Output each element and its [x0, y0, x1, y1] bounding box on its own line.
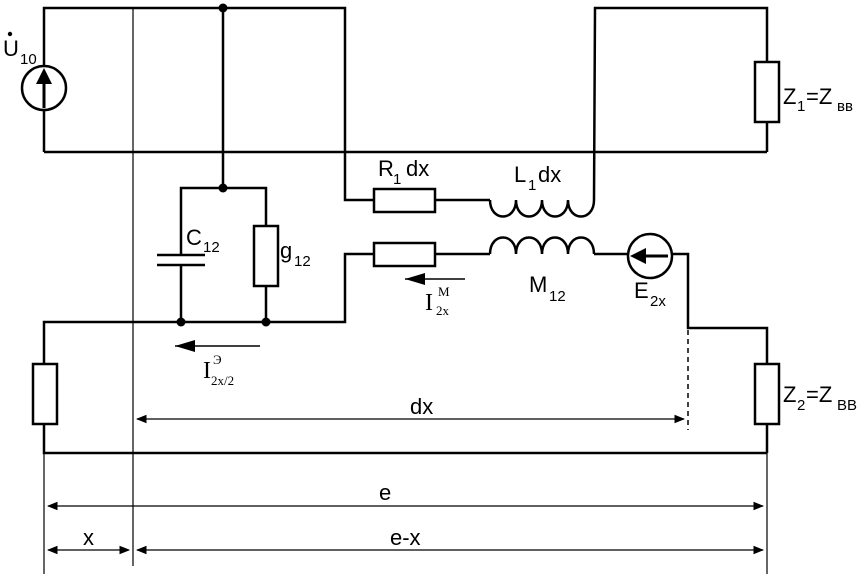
svg-text:E: E [634, 278, 649, 303]
svg-text:Z: Z [783, 382, 796, 407]
svg-text:dx: dx [406, 156, 429, 181]
svg-text:I: I [203, 358, 211, 384]
svg-text:g: g [280, 238, 292, 263]
u10-label: U 10 [3, 31, 37, 68]
svg-text:2x: 2x [436, 303, 450, 318]
svg-text:вв: вв [837, 98, 853, 115]
svg-text:1: 1 [393, 171, 401, 188]
svg-text:Э: Э [213, 352, 222, 367]
svg-text:2x: 2x [650, 293, 666, 310]
svg-text:12: 12 [549, 288, 566, 305]
r1-label: R 1 dx [378, 156, 429, 188]
current-im-arrow [405, 273, 465, 285]
line-2-conductors [42, 252, 769, 455]
svg-text:1: 1 [797, 98, 805, 115]
left-load-resistor-icon [31, 362, 59, 426]
svg-text:M: M [529, 272, 547, 297]
voltage-source-u10-icon [20, 64, 68, 112]
junction-dot [218, 183, 228, 193]
svg-text:12: 12 [203, 239, 220, 256]
svg-text:U: U [3, 36, 19, 61]
junction-dot [261, 317, 271, 327]
svg-text:12: 12 [294, 253, 311, 270]
junction-dot [218, 3, 228, 13]
current-ie-arrow [175, 340, 260, 352]
svg-text:2x/2: 2x/2 [211, 373, 234, 388]
svg-text:R: R [378, 156, 394, 181]
e2x-label: E 2x [634, 278, 666, 310]
svg-text:2: 2 [797, 397, 805, 414]
svg-text:L: L [514, 162, 526, 187]
c12-capacitor-icon [157, 253, 205, 267]
g12-resistor-icon [252, 224, 280, 288]
svg-text:I: I [425, 290, 433, 316]
z2-resistor-icon [753, 362, 781, 426]
svg-text:C: C [186, 225, 202, 250]
svg-text:=Z: =Z [806, 382, 832, 407]
current-im-label: I М 2x [425, 284, 450, 318]
dot-accent-icon [7, 31, 13, 37]
lower-resistor-icon [372, 241, 437, 268]
z2-label: Z 2 =Z ВВ [783, 382, 857, 414]
c12-label: C 12 [186, 225, 220, 256]
svg-text:10: 10 [20, 51, 37, 68]
m12-label: M 12 [529, 272, 566, 305]
line-1-conductors [42, 6, 769, 202]
current-ie-label: I Э 2x/2 [203, 352, 234, 388]
r1-resistor-icon [372, 187, 437, 214]
g12-label: g 12 [280, 238, 311, 270]
z1-label: Z 1 =Z вв [783, 84, 853, 115]
dim-ex-label: e-x [390, 525, 421, 550]
l1-inductor-icon [488, 199, 596, 218]
svg-text:=Z: =Z [806, 84, 832, 109]
z1-resistor-icon [753, 60, 781, 124]
m12-inductor-icon [488, 236, 596, 255]
svg-text:М: М [438, 284, 450, 299]
svg-text:ВВ: ВВ [837, 397, 857, 414]
emf-source-e2x-icon [626, 232, 674, 280]
svg-text:dx: dx [538, 162, 561, 187]
junction-dot [176, 317, 186, 327]
svg-text:Z: Z [783, 84, 796, 109]
dim-e-label: e [379, 480, 391, 505]
dim-x-label: x [83, 525, 94, 550]
dim-dx-label: dx [410, 394, 433, 419]
l1-label: L 1 dx [514, 162, 561, 194]
svg-text:1: 1 [528, 177, 536, 194]
